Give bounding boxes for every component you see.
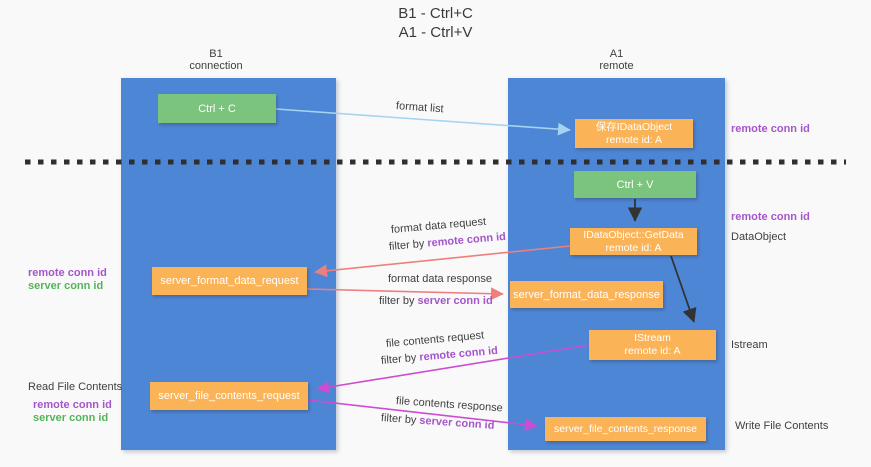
filter-by-text: filter by — [379, 295, 415, 307]
format-data-response-arrow — [306, 287, 504, 301]
format-data-request-arrow — [314, 245, 571, 278]
left-server-conn-id-2: server conn id — [33, 412, 109, 424]
getdata-line2: remote id: A — [605, 241, 662, 254]
right-column-role: remote — [599, 60, 634, 72]
getdata-to-istream-arrow — [670, 255, 697, 323]
left-read-file-contents-label: Read File Contents — [28, 381, 123, 393]
server-file-contents-response-node: server_file_contents_response — [545, 417, 706, 441]
right-column-header: A1 remote — [508, 48, 725, 72]
edge-label-format-data-response: format data response — [388, 273, 492, 285]
right-write-file-contents-label: Write File Contents — [735, 420, 829, 432]
ctrl-v-label: Ctrl + V — [616, 178, 654, 191]
istream-line1: IStream — [634, 332, 671, 344]
left-remote-conn-id-2: remote conn id — [33, 399, 112, 411]
left-column-role: connection — [189, 60, 243, 72]
istream-line2: remote id: A — [624, 345, 681, 357]
server-format-data-response-node: server_format_data_response — [510, 281, 663, 308]
saved-idataobject-line2: remote id: A — [605, 133, 663, 146]
right-column-name: A1 — [609, 48, 624, 60]
getdata-line1: IDataObject::GetData — [583, 228, 684, 241]
right-remote-conn-id-1: remote conn id — [731, 123, 810, 135]
server-format-data-request-node: server_format_data_request — [152, 267, 307, 295]
file-contents-response-arrow — [307, 399, 538, 432]
left-remote-conn-id-1: remote conn id — [28, 267, 107, 279]
ctrl-c-label: Ctrl + C — [198, 102, 236, 115]
right-dataobject-label: DataObject — [731, 231, 787, 243]
diagram-title: B1 - Ctrl+C A1 - Ctrl+V — [0, 4, 871, 42]
left-server-conn-id-1: server conn id — [28, 280, 104, 292]
right-istream-label: Istream — [731, 339, 768, 351]
saved-idataobject-node: 保存IDataObject remote id: A — [575, 119, 693, 148]
ctrl-v-node: Ctrl + V — [574, 171, 696, 198]
server-format-data-response-label: server_format_data_response — [513, 288, 660, 301]
right-remote-conn-id-2: remote conn id — [731, 211, 810, 223]
server-file-contents-request-label: server_file_contents_request — [158, 390, 300, 402]
server-file-contents-response-label: server_file_contents_response — [553, 423, 697, 435]
filter-by-text: filter by — [380, 412, 417, 427]
server-file-contents-request-node: server_file_contents_request — [150, 382, 308, 410]
ctrl-c-node: Ctrl + C — [158, 94, 276, 123]
idataobject-getdata-node: IDataObject::GetData remote id: A — [570, 228, 697, 255]
title-line-2: A1 - Ctrl+V — [398, 24, 473, 41]
file-contents-request-arrow — [316, 344, 590, 394]
server-format-data-request-label: server_format_data_request — [160, 275, 299, 287]
format-list-arrow — [275, 108, 571, 136]
istream-node: IStream remote id: A — [589, 330, 716, 360]
server-conn-id-text: server conn id — [417, 295, 493, 307]
left-column-header: B1 connection — [116, 48, 316, 72]
left-column-name: B1 — [209, 48, 223, 60]
title-line-1: B1 - Ctrl+C — [398, 5, 473, 22]
saved-idataobject-line1: 保存IDataObject — [595, 120, 673, 133]
